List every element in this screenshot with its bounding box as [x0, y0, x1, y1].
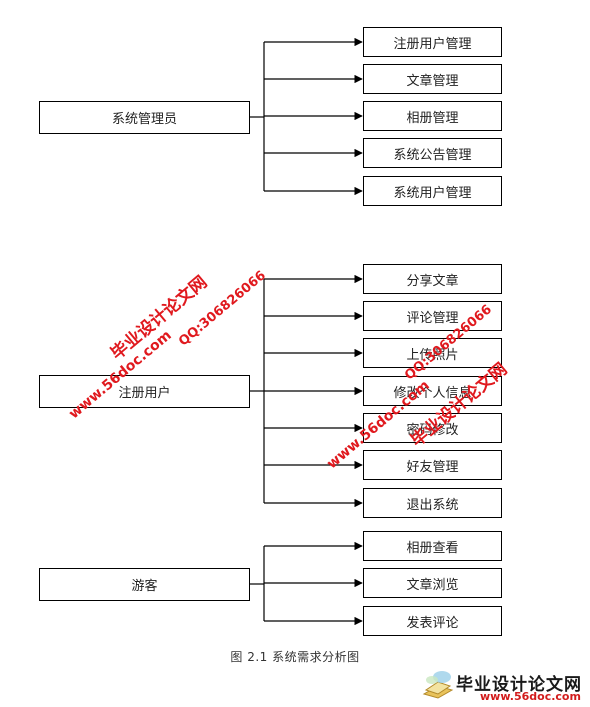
child-box: 相册管理 — [363, 101, 502, 131]
child-box: 密码修改 — [363, 413, 502, 443]
parent-box: 游客 — [39, 567, 250, 601]
child-box: 退出系统 — [363, 488, 502, 518]
logo-url: www.56doc.com — [480, 690, 581, 703]
child-box: 上传照片 — [363, 338, 502, 368]
child-box: 系统用户管理 — [363, 176, 502, 206]
parent-box: 注册用户 — [39, 374, 250, 408]
child-box: 好友管理 — [363, 450, 502, 480]
logo-book-icon — [422, 671, 454, 699]
child-box: 系统公告管理 — [363, 138, 502, 168]
logo-title: 毕业设计论文网 — [456, 675, 582, 695]
child-box: 文章浏览 — [363, 568, 502, 598]
child-box: 分享文章 — [363, 264, 502, 294]
figure-caption: 图 2.1 系统需求分析图 — [230, 650, 360, 664]
child-box: 修改个人信息 — [363, 376, 502, 406]
child-box: 注册用户管理 — [363, 27, 502, 57]
child-box: 发表评论 — [363, 606, 502, 636]
child-box: 评论管理 — [363, 301, 502, 331]
site-logo: 毕业设计论文网 www.56doc.com — [420, 668, 585, 704]
child-box: 文章管理 — [363, 64, 502, 94]
child-box: 相册查看 — [363, 531, 502, 561]
parent-box: 系统管理员 — [39, 100, 250, 134]
